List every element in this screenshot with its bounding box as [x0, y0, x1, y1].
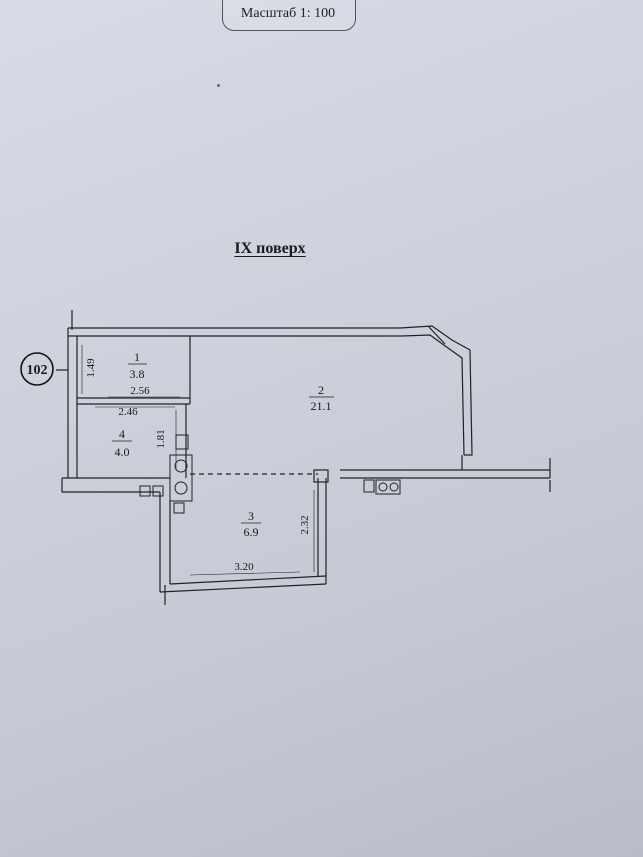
vent-icon	[139, 485, 151, 497]
paper-speck	[217, 84, 220, 87]
apartment-number: 102	[27, 363, 48, 378]
meter-icon	[378, 482, 388, 492]
room-3-area: 6.9	[244, 525, 259, 539]
bay-wall-outer	[399, 325, 473, 456]
meter-box	[375, 479, 401, 495]
room-2-number: 2	[318, 383, 324, 397]
apartment-number-badge	[20, 352, 54, 386]
dim-line-3-20	[189, 571, 301, 576]
dimension-label: 2.32	[299, 515, 311, 534]
plumbing-shafts	[139, 434, 401, 514]
room3-bottom-wall-inner	[169, 575, 327, 585]
room-3-number: 3	[248, 509, 254, 523]
shaft-small-top	[175, 434, 189, 450]
bay-wall-inner	[401, 334, 465, 456]
plan-walls	[56, 310, 551, 605]
floor-title: IX поверх	[234, 240, 306, 257]
scale-label: Масштаб 1: 100	[240, 6, 336, 21]
dimension-label: 2.56	[130, 385, 150, 397]
vent-icon	[173, 502, 185, 514]
scale-frame	[222, 0, 356, 31]
vent-icon	[363, 479, 375, 493]
dimension-label: 2.46	[118, 406, 138, 418]
room-1-number: 1	[134, 350, 140, 364]
dimension-label: 3.20	[234, 561, 254, 573]
meter-icon	[389, 482, 399, 492]
room-2-area: 21.1	[311, 399, 332, 413]
dimension-label: 1.81	[155, 429, 167, 448]
room3-bottom-wall-outer	[159, 583, 327, 593]
bay-window-mark	[427, 325, 446, 345]
dimension-label: 1.49	[85, 358, 97, 378]
riser-pipe-icon	[174, 481, 188, 495]
column	[313, 469, 329, 483]
room-1-area: 3.8	[130, 367, 145, 381]
vent-icon	[152, 485, 164, 497]
room-4-area: 4.0	[115, 445, 130, 459]
room-4-number: 4	[119, 427, 125, 441]
riser-pipe-icon	[174, 459, 188, 473]
shaft-riser	[169, 454, 193, 502]
